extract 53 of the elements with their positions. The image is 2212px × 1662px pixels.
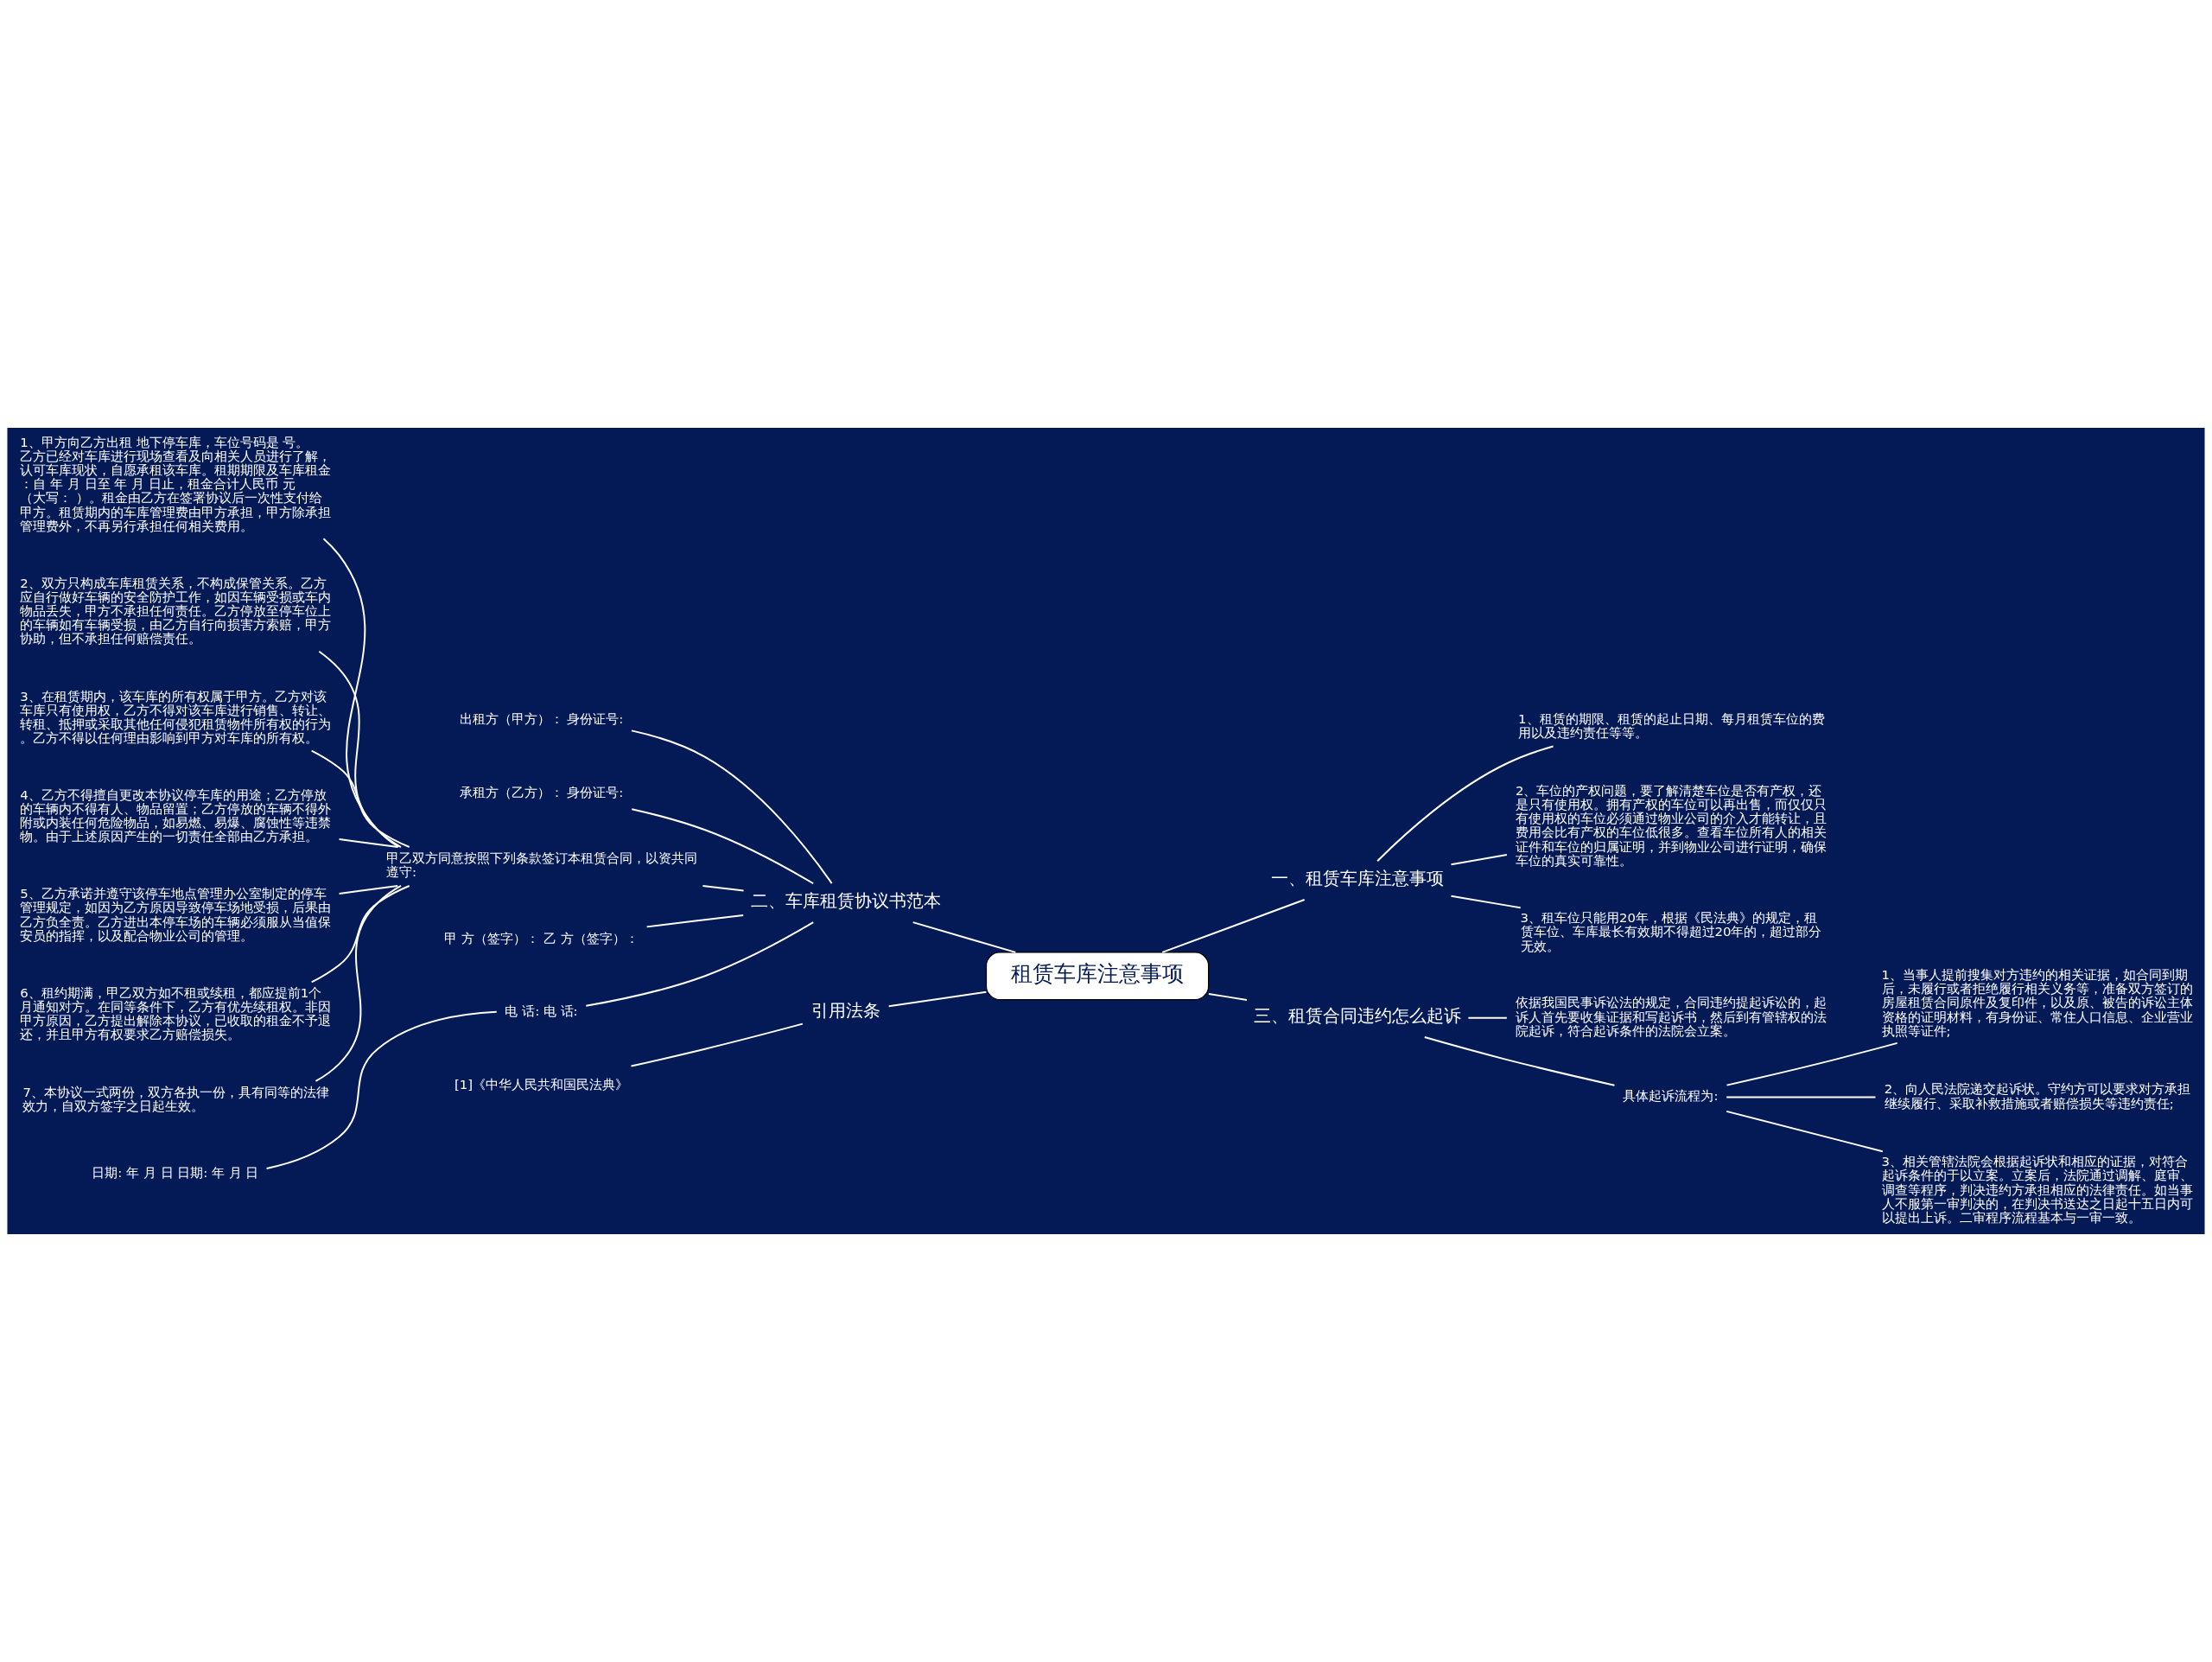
node-text: 二、车库租赁协议书范本 bbox=[750, 891, 941, 912]
node-text: 3、租车位只能用20年，根据《民法典》的规定，租赁车位、车库最长有效期不得超过20年的，超过部分无效。 bbox=[1520, 910, 1822, 954]
node-text: 依据我国民事诉讼法的规定，合同违约提起诉讼的，起诉人首先要收集证据和写起诉书，然后到有管辖权的法院起诉，符合起诉条件的法院会立案。 bbox=[1515, 995, 1827, 1039]
connector bbox=[1450, 895, 1522, 909]
node-text: 1、租赁的期限、租赁的起止日期、每月租赁车位的费用以及违约责任等等。 bbox=[1518, 710, 1825, 741]
node-text: 3、在租赁期内，该车库的所有权属于甲方。乙方对该车库只有使用权，乙方不得对该车库进行销售、转让、转租、抵押或采取其他任何侵犯租赁物件所有权的行为。乙方不得以任何理由影响到甲方对车库的所有权。 bbox=[20, 688, 332, 747]
connector bbox=[702, 884, 745, 892]
node-text: [1]《中华人民共和国民法典》 bbox=[454, 1076, 629, 1092]
node-text: 电 话: 电 话: bbox=[505, 1003, 578, 1020]
connector bbox=[1726, 1041, 1898, 1086]
node-text: 4、乙方不得擅自更改本协议停车库的用途；乙方停放的车辆内不得有人、物品留置；乙方停放的车辆不得外附或内装任何危险物品，如易燃、易爆、腐蚀性等违禁物。由于上述原因产生的一切责任全部由乙方承担。 bbox=[20, 786, 332, 845]
node-text: 三、租赁合同违约怎么起诉 bbox=[1254, 1006, 1462, 1027]
node-text: 1、甲方向乙方出租 地下停车库，车位号码是 号。乙方已经对车库进行现场查看及向相关人员进行了解，认可车库现状，自愿承租该车库。租期期限及车库租金：自 年 月 日至 年 月 日止，租金合计人民币 元（大写： ）。租金由乙方在签署协议后一次性支付给甲方。租赁期内的车库管理费由甲方承担，甲方除承担管理费外，不再另行承担任何相关费用。 bbox=[20, 434, 332, 534]
connector bbox=[1450, 854, 1508, 866]
node-text: 6、租约期满，甲乙双方如不租或续租，都应提前1个月通知对方。在同等条件下，乙方有优先续租权。非因甲方原因，乙方提出解除本协议，已收取的租金不予退还，并且甲方有权要求乙方赔偿损失。 bbox=[20, 984, 332, 1043]
node-text: 日期: 年 月 日 日期: 年 月 日 bbox=[92, 1164, 259, 1181]
node-text: 2、车位的产权问题，要了解清楚车位是否有产权，还是只有使用权。拥有产权的车位可以再出售，而仅仅只有使用权的车位必须通过物业公司的介入才能转让，且费用会比有产权的车位低很多。查看车位所有人的相关证件和车位的归属证明，并到物业公司进行证明，确保车位的真实可靠性。 bbox=[1515, 783, 1827, 869]
node-text: 1、当事人提前搜集对方违约的相关证据，如合同到期后，未履行或者拒绝履行相关义务等，准备双方签订的房屋租赁合同原件及复印件，以及原、被告的诉讼主体资格的证明材料，有身份证、常住人口信息、企业营业执照等证件; bbox=[1881, 967, 2193, 1039]
node-text: 3、相关管辖法院会根据起诉状和相应的证据，对符合起诉条件的于以立案。立案后，法院通过调解、庭审、调查等程序，判决违约方承担相应的法律责任。如当事人不服第一审判决的，在判决书送达之日起十五日内可以提出上诉。二审程序流程基本与一审一致。 bbox=[1881, 1154, 2193, 1226]
connector bbox=[630, 1022, 804, 1067]
connector bbox=[1726, 1110, 1884, 1153]
node-box: 租赁车库注意事项 bbox=[985, 952, 1210, 1001]
node-text: 承租方（乙方）： 身份证号: bbox=[459, 784, 624, 800]
connector bbox=[265, 1010, 498, 1169]
connector bbox=[1207, 992, 1248, 1002]
connector bbox=[318, 650, 402, 849]
node-text: 7、本协议一式两份，双方各执一份，具有同等的法律效力，自双方签字之日起生效。 bbox=[22, 1085, 329, 1115]
connector bbox=[1467, 1016, 1508, 1019]
connector bbox=[630, 729, 833, 885]
connector bbox=[1726, 1096, 1877, 1098]
node-text: 引用法条 bbox=[810, 1001, 880, 1022]
connector bbox=[310, 885, 410, 984]
connector bbox=[912, 921, 1017, 953]
node-text: 2、向人民法院递交起诉状。守约方可以要求对方承担继续履行、采取补救措施或者赔偿损失等违约责任; bbox=[1884, 1081, 2191, 1111]
connector bbox=[1161, 899, 1306, 953]
node-text: 出租方（甲方）： 身份证号: bbox=[459, 711, 624, 728]
connector bbox=[315, 884, 402, 1082]
node-text: 甲乙双方同意按照下列条款签订本租赁合同，以资共同遵守: bbox=[386, 850, 698, 881]
connector bbox=[1423, 1036, 1616, 1086]
connector bbox=[338, 837, 399, 849]
connector bbox=[645, 914, 745, 928]
node-text: 5、乙方承诺并遵守该停车地点管理办公室制定的停车管理规定，如因为乙方原因导致停车场地受损，后果由乙方负全责。乙方进出本停车场的车辆必须服从当值保安员的指挥，以及配合物业公司的管理。 bbox=[20, 886, 332, 944]
connector bbox=[310, 749, 410, 848]
node-text: 具体起诉流程为: bbox=[1623, 1088, 1719, 1105]
node-text: 一、租赁车库注意事项 bbox=[1271, 869, 1445, 889]
connector bbox=[631, 808, 815, 885]
node-text: 甲 方（签字）： 乙 方（签字）： bbox=[444, 930, 639, 946]
node-text: 2、双方只构成车库租赁关系，不构成保管关系。乙方应自行做好车辆的安全防护工作，如因车辆受损或车内物品丢失，甲方不承担任何责任。乙方停放至停车位上的车辆如有车辆受损，由乙方自行向损害方索赔，甲方协助，但不承担任何赔偿责任。 bbox=[20, 575, 332, 647]
connector bbox=[1376, 745, 1554, 863]
connector bbox=[585, 921, 815, 1007]
connector bbox=[322, 538, 400, 848]
connector bbox=[887, 990, 988, 1008]
connector bbox=[338, 884, 399, 895]
